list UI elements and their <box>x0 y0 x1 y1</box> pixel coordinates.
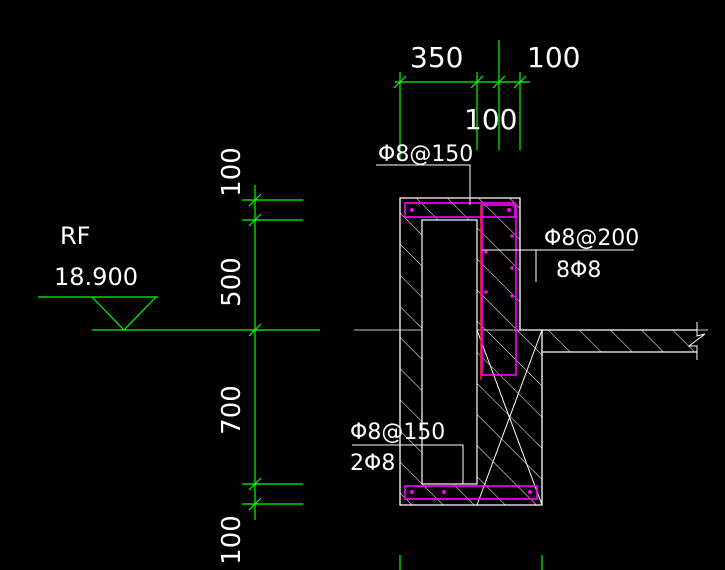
slab <box>542 322 706 360</box>
rebar-side-stirrup <box>481 204 517 376</box>
leader-top <box>376 164 471 205</box>
wall-section <box>399 197 543 506</box>
tick-5 <box>248 497 262 511</box>
rebar-dots <box>410 208 532 494</box>
level-name: RF <box>60 222 90 250</box>
label-side-stirrup: Φ8@200 <box>544 226 639 251</box>
vdim-label-3: 700 <box>217 385 247 435</box>
break-line-icon <box>687 322 706 360</box>
rebar <box>404 202 538 500</box>
level-value: 18.900 <box>54 263 138 291</box>
htick-3 <box>492 75 506 89</box>
htick-1 <box>393 75 407 89</box>
tick-4 <box>248 477 262 491</box>
wall-void <box>421 219 478 485</box>
label-bottom-bars: 2Φ8 <box>350 451 395 476</box>
tick-2 <box>248 213 262 227</box>
wall-hatch <box>400 198 542 505</box>
tick-1 <box>248 193 262 207</box>
vertical-dimension-chain <box>242 185 303 520</box>
hdim-label-3: 100 <box>464 103 517 136</box>
hdim-label-2: 100 <box>527 41 580 74</box>
vdim-label-1: 100 <box>217 147 247 197</box>
htick-4 <box>513 75 527 89</box>
vdim-label-4: 100 <box>217 515 247 565</box>
slab-hatch <box>542 330 697 352</box>
hdim-label-1: 350 <box>410 41 463 74</box>
cross-2 <box>476 329 543 506</box>
rebar-leaders <box>352 164 634 446</box>
rebar-top-stirrup <box>404 202 516 218</box>
label-top-stirrup: Φ8@150 <box>378 142 473 167</box>
htick-2 <box>470 75 484 89</box>
level-triangle <box>91 296 157 331</box>
rebar-bottom-stirrup <box>404 485 538 500</box>
label-bottom-stirrup: Φ8@150 <box>350 420 445 445</box>
tick-3 <box>248 323 262 337</box>
label-side-bars: 8Φ8 <box>556 258 601 283</box>
vdim-label-2: 500 <box>217 257 247 307</box>
horizontal-dimension-chain <box>393 40 543 570</box>
level-marker: RF 18.900 <box>38 222 320 331</box>
